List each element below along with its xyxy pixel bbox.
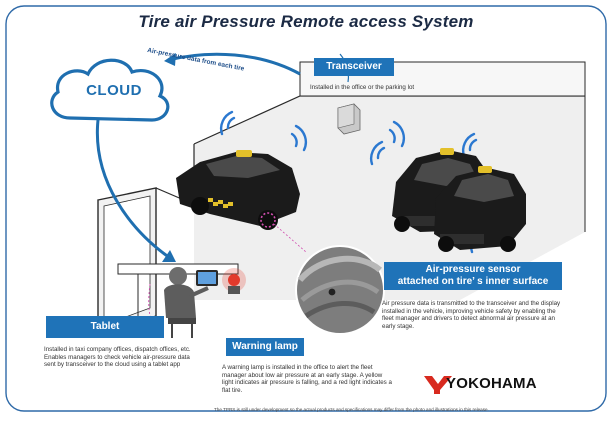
tablet-label: Tablet — [46, 316, 164, 338]
data-arrows — [95, 52, 350, 262]
taxi-icon — [176, 150, 300, 230]
taxi-icon — [434, 166, 526, 252]
tablet-desc: Installed in taxi company offices, dispa… — [44, 346, 191, 369]
cloud-label: CLOUD — [86, 82, 142, 99]
yokohama-logo: YOKOHAMA — [446, 375, 537, 392]
tablet-icon — [196, 270, 218, 286]
sensor-link-line — [273, 223, 307, 253]
parking-lot — [193, 61, 586, 300]
warning-lamp-label: Warning lamp — [226, 338, 304, 356]
cloud-icon — [50, 58, 170, 122]
sensor-label-line1: Air-pressure sensor — [425, 264, 521, 275]
tire-sensor-icon — [295, 245, 385, 335]
sensor-label: Air-pressure sensor attached on tire’ s … — [384, 262, 562, 290]
transceiver-icon — [337, 103, 361, 135]
warning-lamp-desc: A warning lamp is installed in the offic… — [222, 364, 392, 394]
yokohama-logo-mark — [424, 376, 452, 394]
warning-lamp-icon — [222, 268, 246, 294]
transceiver-label: Transceiver — [314, 58, 394, 76]
diagram-title: Tire air Pressure Remote access System — [138, 12, 474, 31]
sensor-desc: Air pressure data is transmitted to the … — [382, 300, 561, 330]
person-icon — [117, 263, 239, 338]
transceiver-desc: Installed in the office or the parking l… — [310, 84, 415, 91]
sensor-label-line2: attached on tire’ s inner surface — [397, 276, 549, 287]
footnote: The TPRS is still under development so t… — [214, 407, 489, 412]
